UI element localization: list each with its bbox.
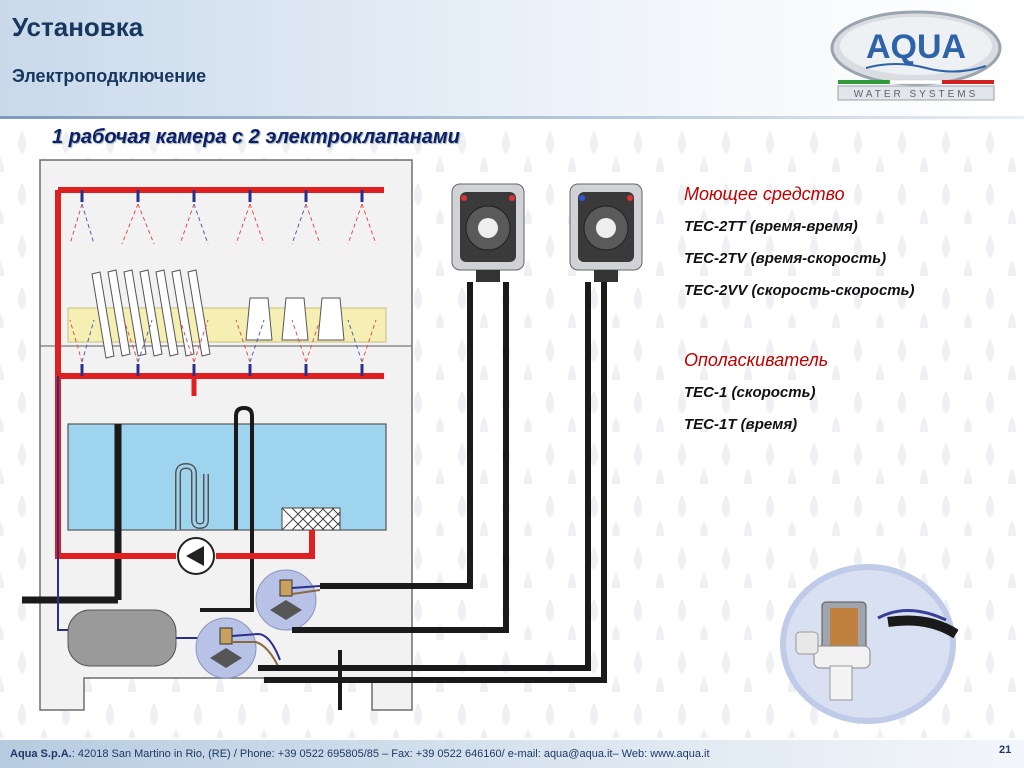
page-subtitle: Электроподключение	[12, 66, 207, 86]
section-title: 1 рабочая камера с 2 электроклапанами	[52, 126, 460, 148]
detergent-heading: Моющее средство	[684, 184, 845, 204]
inlet-pipe	[200, 566, 254, 612]
pump-cables	[258, 282, 607, 683]
detergent-model-2: TEC-2TV (время-скорость)	[684, 250, 887, 267]
boiler	[57, 376, 200, 667]
dosing-pump-rinse	[569, 183, 643, 282]
rinse-heading: Ополаскиватель	[684, 350, 829, 370]
upper-wash-arm	[55, 187, 384, 396]
valve-wiring	[231, 585, 321, 667]
dishwasher-wiring-diagram	[22, 159, 643, 711]
drain-pipes	[22, 405, 254, 604]
logo-brand-text: AQUA	[866, 28, 966, 66]
footer-band	[0, 740, 1024, 768]
footer-contact-details: : 42018 San Martino in Rio, (RE) / Phone…	[71, 748, 710, 760]
header-rule	[0, 116, 1024, 119]
rinse-model-1: TEC-1 (скорость)	[684, 384, 816, 401]
page-title: Установка	[12, 12, 144, 42]
rinse-model-2: TEC-1T (время)	[684, 416, 798, 433]
solenoid-valve-1	[255, 569, 317, 631]
footer-contact: Aqua S.p.A.: 42018 San Martino in Rio, (…	[10, 748, 710, 760]
dosing-pump-detergent	[451, 183, 525, 282]
pump-models-legend: Моющее средство TEC-2TT (время-время) TE…	[684, 184, 915, 448]
aqua-logo: AQUA WATER SYSTEMS	[830, 10, 1002, 101]
detergent-model-3: TEC-2VV (скорость-скорость)	[684, 282, 915, 299]
solenoid-valve-photo	[780, 564, 958, 724]
detergent-model-1: TEC-2TT (время-время)	[684, 218, 858, 235]
footer-company: Aqua S.p.A.	[10, 748, 72, 760]
cups	[245, 297, 345, 341]
page-number: 21	[999, 744, 1012, 756]
solenoid-valve-2	[195, 617, 257, 679]
logo-tagline: WATER SYSTEMS	[854, 89, 979, 100]
plates	[91, 269, 211, 359]
